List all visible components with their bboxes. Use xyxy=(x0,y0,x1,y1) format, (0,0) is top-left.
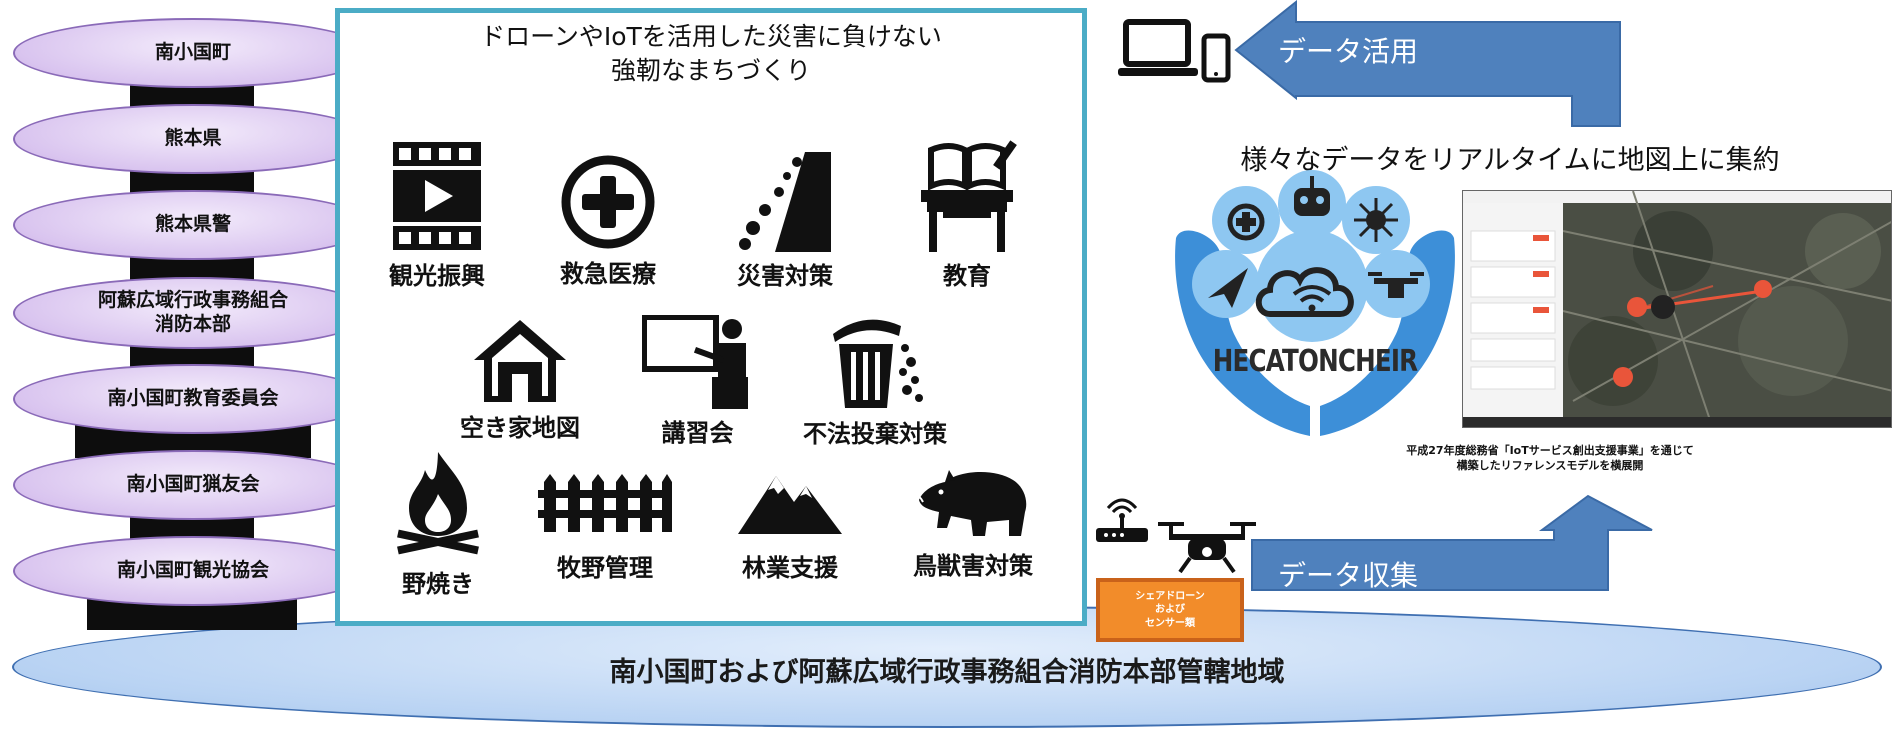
reference-note-line2: 構築したリファレンスモデルを横展開 xyxy=(1456,459,1644,473)
category-forestry-support: 林業支援 xyxy=(730,472,850,583)
fence-icon xyxy=(538,474,672,532)
drone-box-line1: シェアドローン xyxy=(1135,590,1205,602)
category-label: 講習会 xyxy=(661,419,734,447)
category-emergency-medical: 救急医療 xyxy=(553,150,663,289)
org-kumamoto-police: 熊本県警 xyxy=(13,190,373,260)
film-play-icon xyxy=(393,142,481,250)
drone-box-line3: センサー類 xyxy=(1145,617,1195,629)
category-label: 災害対策 xyxy=(737,262,833,290)
category-label: 鳥獣害対策 xyxy=(913,552,1033,580)
category-disaster: 災害対策 xyxy=(725,148,845,291)
panel-title-line1: ドローンやIoTを活用した災害に負けない xyxy=(480,22,942,51)
data-collect-label: データ収集 xyxy=(1278,559,1419,592)
reference-note-line1: 平成27年度総務省「IoTサービス創出支援事業」を通じて xyxy=(1406,444,1694,457)
category-workshop: 講習会 xyxy=(640,315,755,448)
category-label: 不法投棄対策 xyxy=(803,420,947,448)
category-pasture-management: 牧野管理 xyxy=(535,474,675,583)
boar-icon xyxy=(916,470,1027,536)
panel-title-line2: 強靭なまちづくり xyxy=(610,55,811,85)
category-label: 野焼き xyxy=(402,570,474,598)
shared-drone-sensor-box: シェアドローン および センサー類 xyxy=(1096,578,1244,642)
mountain-icon xyxy=(738,476,842,534)
data-collect-arrow xyxy=(1251,494,1653,591)
laptop-phone-icon xyxy=(1118,19,1231,83)
drone-icon xyxy=(1158,522,1256,574)
book-desk-icon xyxy=(921,140,1017,252)
logo-text: HECATONCHEIR xyxy=(1212,344,1418,379)
jurisdiction-region-label: 南小国町および阿蘇広域行政事務組合消防本部管轄地域 xyxy=(609,657,1285,688)
aggregation-title: 様々なデータをリアルタイムに地図上に集約 xyxy=(1240,145,1780,176)
category-label: 観光振興 xyxy=(389,262,485,290)
org-minamioguni-town: 南小国町 xyxy=(13,18,373,88)
map-image xyxy=(1463,191,1891,427)
category-vacant-house-map: 空き家地図 xyxy=(450,318,590,443)
lecture-icon xyxy=(641,315,748,409)
category-label: 空き家地図 xyxy=(460,414,580,442)
data-use-label: データ活用 xyxy=(1278,35,1419,68)
hecatoncheir-logo xyxy=(1175,170,1455,436)
org-aso-fire-department: 阿蘇広域行政事務組合 消防本部 xyxy=(13,277,373,349)
category-label: 教育 xyxy=(943,262,991,290)
category-illegal-dumping: 不法投棄対策 xyxy=(790,310,960,449)
category-label: 救急医療 xyxy=(560,260,656,288)
reference-note: 平成27年度総務省「IoTサービス創出支援事業」を通じて 構築したリファレンスモ… xyxy=(1380,443,1720,474)
trash-bin-icon xyxy=(833,319,923,408)
wifi-router-icon xyxy=(1096,498,1148,542)
category-wildlife-damage: 鳥獣害対策 xyxy=(898,466,1048,581)
drone-box-line2: および xyxy=(1155,604,1185,616)
house-icon xyxy=(474,320,566,402)
map-screenshot xyxy=(1462,190,1892,428)
data-use-arrow xyxy=(1234,0,1621,127)
bonfire-icon xyxy=(397,452,479,555)
category-tourism: 観光振興 xyxy=(382,140,492,291)
landslide-icon xyxy=(739,152,831,252)
panel-title: ドローンやIoTを活用した災害に負けない 強靭なまちづくり xyxy=(335,20,1087,88)
category-field-burning: 野焼き xyxy=(388,450,488,599)
org-board-of-education: 南小国町教育委員会 xyxy=(13,364,373,434)
org-kumamoto-prefecture: 熊本県 xyxy=(13,104,373,174)
category-label: 林業支援 xyxy=(742,554,838,582)
category-education: 教育 xyxy=(912,140,1022,291)
org-tourism-association: 南小国町観光協会 xyxy=(13,536,373,606)
medical-cross-icon xyxy=(561,155,655,249)
category-label: 牧野管理 xyxy=(557,554,653,582)
org-hunting-club: 南小国町猟友会 xyxy=(13,450,373,520)
